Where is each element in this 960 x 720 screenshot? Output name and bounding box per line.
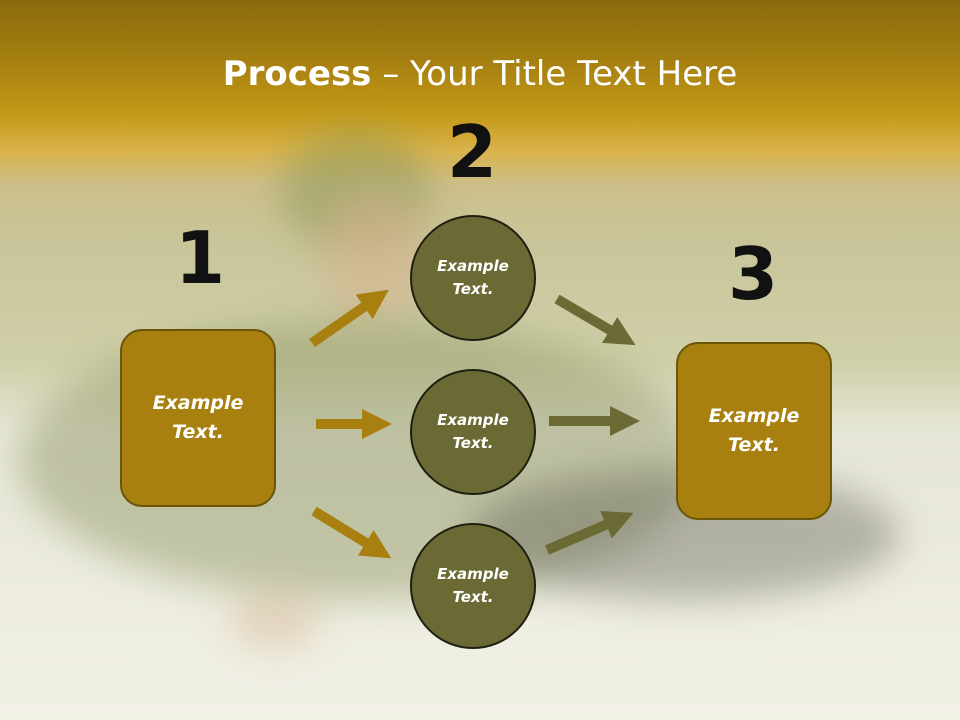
process-circle-top-label: Example Text. bbox=[437, 257, 509, 298]
arrow-left-to-bottom bbox=[311, 506, 392, 559]
arrow-bottom-to-right bbox=[545, 510, 634, 555]
step-number-2: 2 bbox=[446, 110, 498, 194]
title-bold: Process bbox=[222, 54, 372, 94]
slide-title: Process – Your Title Text Here bbox=[0, 52, 960, 96]
process-circle-middle: Example Text. bbox=[410, 369, 536, 495]
process-box-right: Example Text. bbox=[676, 342, 832, 520]
arrow-left-to-top bbox=[309, 289, 389, 348]
process-circle-top: Example Text. bbox=[410, 215, 536, 341]
background-photo-hands bbox=[230, 590, 320, 650]
process-circle-bottom-label: Example Text. bbox=[437, 565, 509, 606]
process-box-left-label: Example Text. bbox=[152, 392, 244, 443]
process-box-right-label: Example Text. bbox=[708, 405, 800, 456]
process-box-left: Example Text. bbox=[120, 329, 276, 507]
step-number-3: 3 bbox=[727, 232, 779, 316]
process-circle-middle-label: Example Text. bbox=[437, 411, 509, 452]
step-number-1: 1 bbox=[174, 216, 226, 300]
process-circle-bottom: Example Text. bbox=[410, 523, 536, 649]
title-rest: – Your Title Text Here bbox=[371, 54, 738, 94]
arrow-top-to-right bbox=[554, 294, 636, 346]
